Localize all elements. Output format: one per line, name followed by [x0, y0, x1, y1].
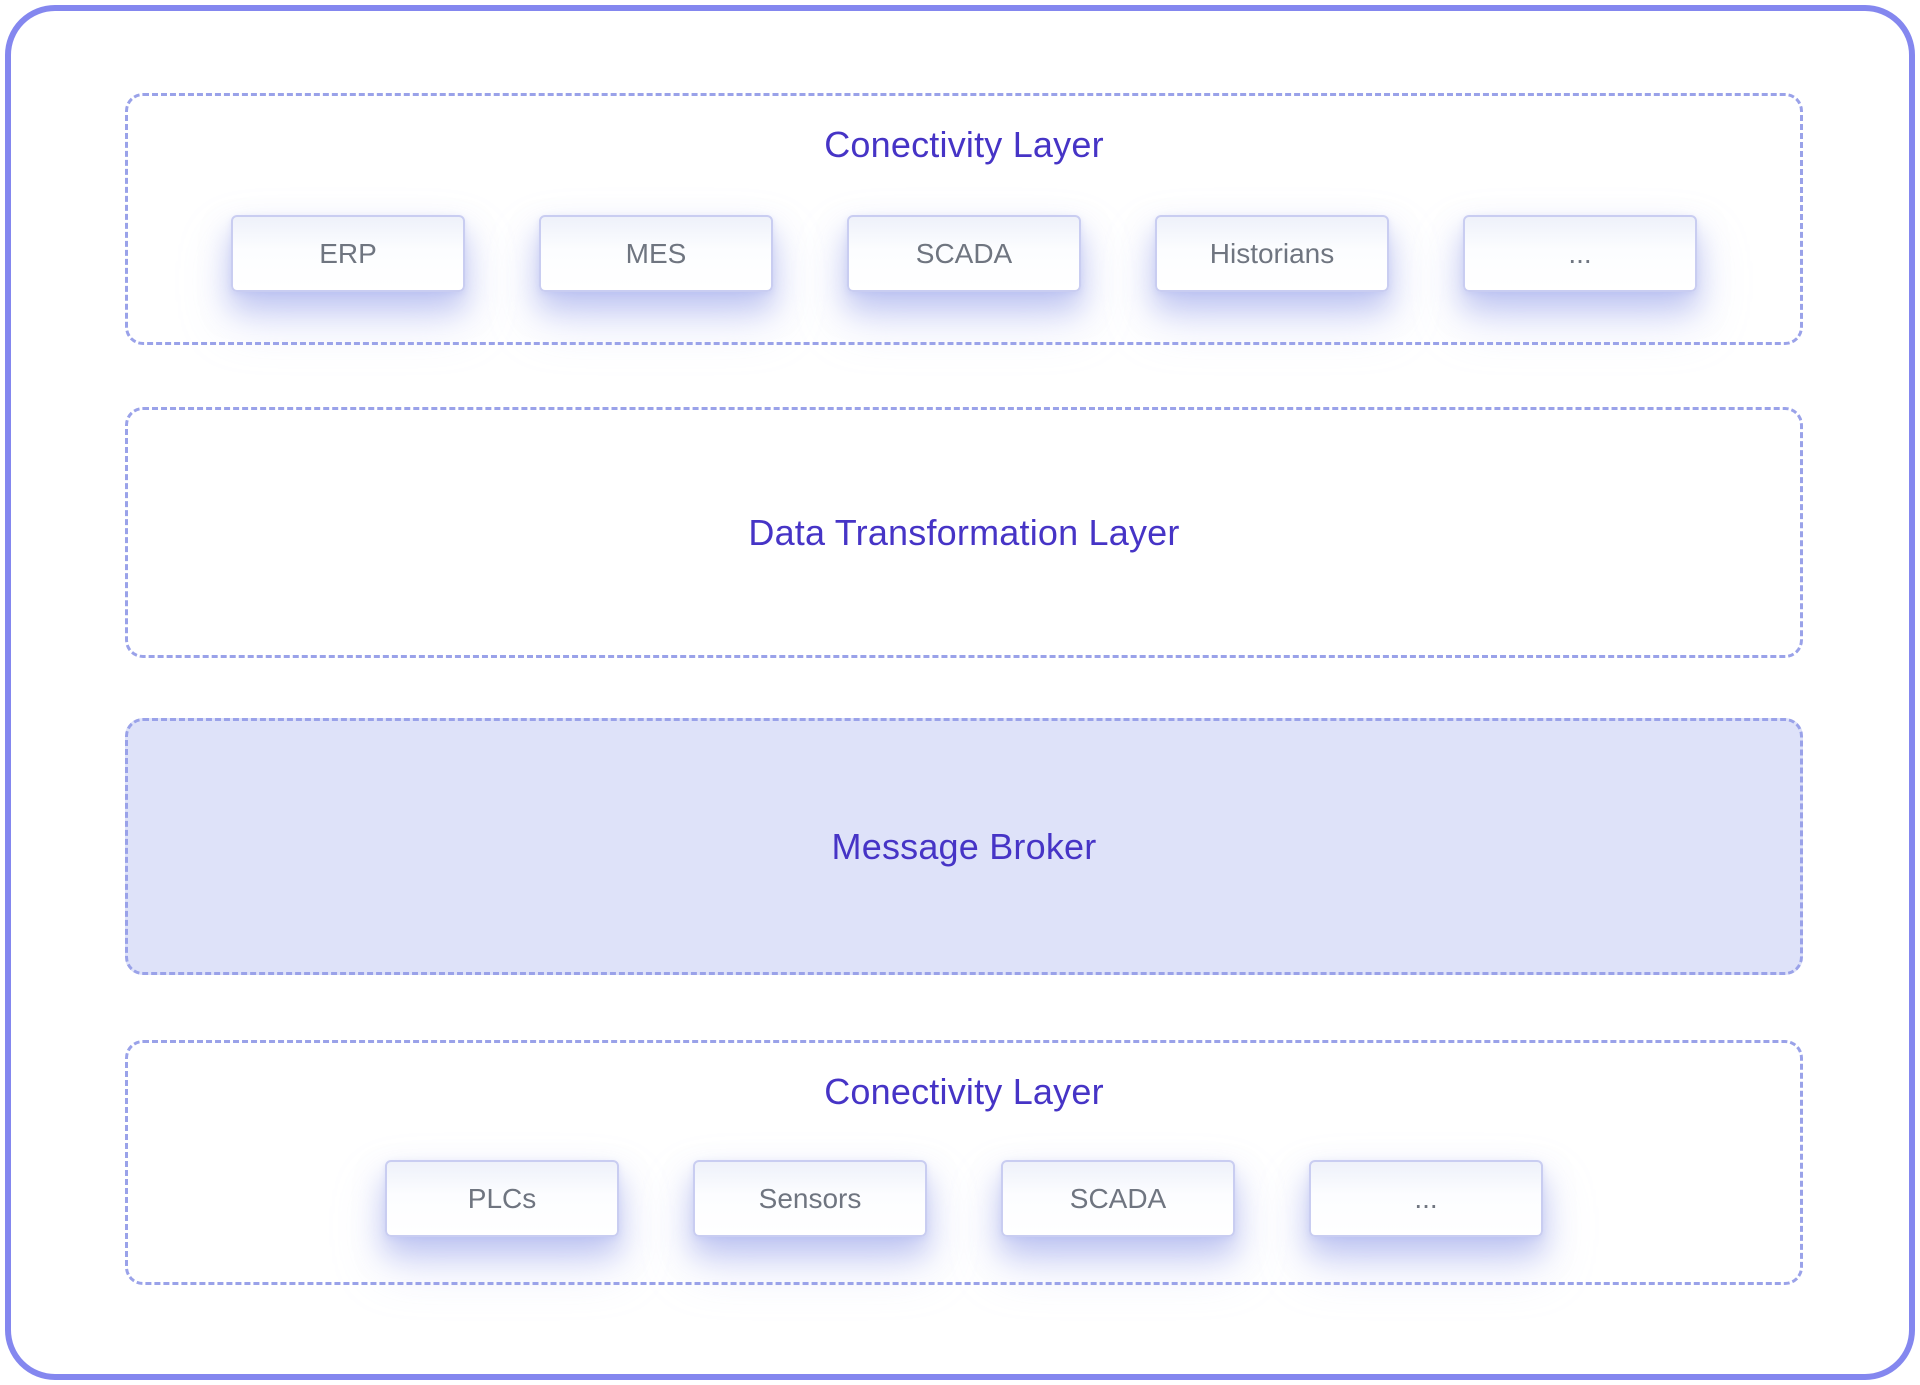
- component-box: ERP: [231, 215, 465, 292]
- component-box: ...: [1309, 1160, 1543, 1237]
- component-box: Historians: [1155, 215, 1389, 292]
- diagram-content: Conectivity Layer ERP MES SCADA Historians.…: [125, 93, 1803, 1285]
- component-row-bottom: PLCs Sensors SCADA...: [128, 1160, 1800, 1237]
- section-title-message-broker: Message Broker: [831, 825, 1097, 867]
- component-box: SCADA: [1001, 1160, 1235, 1237]
- section-title-data-transformation: Data Transformation Layer: [748, 511, 1180, 553]
- component-box: ...: [1463, 215, 1697, 292]
- section-data-transformation-layer: Data Transformation Layer: [125, 407, 1803, 658]
- component-row-top: ERP MES SCADA Historians...: [128, 215, 1800, 292]
- section-connectivity-layer-top: Conectivity Layer ERP MES SCADA Historians.…: [125, 93, 1803, 345]
- component-box: PLCs: [385, 1160, 619, 1237]
- component-box: MES: [539, 215, 773, 292]
- section-message-broker: Message Broker: [125, 718, 1803, 975]
- component-box: SCADA: [847, 215, 1081, 292]
- section-connectivity-layer-bottom: Conectivity Layer PLCs Sensors SCADA...: [125, 1040, 1803, 1285]
- component-box: Sensors: [693, 1160, 927, 1237]
- section-title-connectivity-top: Conectivity Layer: [824, 124, 1104, 165]
- section-title-connectivity-bottom: Conectivity Layer: [824, 1071, 1104, 1112]
